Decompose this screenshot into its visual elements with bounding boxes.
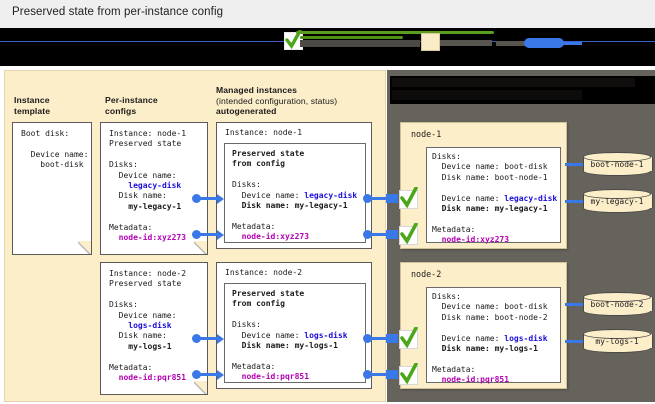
legend-cream-swatch bbox=[421, 33, 440, 51]
connector-square-managed-node-2-disk bbox=[386, 334, 398, 343]
redact-line-1 bbox=[392, 78, 635, 87]
connector-square-managed-node-1-disk bbox=[386, 194, 398, 203]
connector-arrow-config-node-2-metadata bbox=[217, 369, 224, 380]
cylinder-top bbox=[583, 329, 651, 339]
connector-dot-managed-node-2-disk bbox=[363, 334, 372, 343]
connector-line-managed-node-2-metadata bbox=[369, 373, 387, 376]
legend-redacted-bar-3 bbox=[496, 41, 528, 46]
connector-arrow-config-node-1-metadata bbox=[217, 229, 224, 240]
check-badge-node-1-disk bbox=[399, 187, 418, 209]
node-name-node-2: node-2 bbox=[411, 269, 442, 279]
disk-cylinder-my-logs-1: my-logs-1 bbox=[583, 329, 653, 353]
node-details-box-node-2: Disks: Device name: boot-disk Disk name:… bbox=[426, 287, 561, 385]
connector-square-managed-node-1-metadata bbox=[386, 230, 398, 239]
disk-label-boot-node-1: boot-node-1 bbox=[590, 159, 644, 169]
folded-corner-icon bbox=[194, 241, 208, 255]
disk-cylinder-my-legacy-1: my-legacy-1 bbox=[583, 189, 653, 213]
instance-template-text: Boot disk: Device name: boot-disk bbox=[21, 129, 89, 170]
legend-green-line-2 bbox=[300, 36, 403, 39]
node-card-node-1: node-1 Disks: Device name: boot-disk Dis… bbox=[400, 122, 567, 249]
connector-line-managed-node-1-metadata bbox=[369, 233, 387, 236]
cylinder-top bbox=[583, 189, 651, 199]
instance-template-card: Boot disk: Device name: boot-disk bbox=[12, 122, 92, 255]
folded-corner-icon bbox=[78, 241, 92, 255]
connector-line-config-node-2-metadata bbox=[198, 373, 218, 376]
disk-label-my-logs-1: my-logs-1 bbox=[595, 336, 639, 346]
connector-line-config-node-2-disk bbox=[198, 337, 218, 340]
node-card-node-2: node-2 Disks: Device name: boot-disk Dis… bbox=[400, 262, 567, 389]
connector-arrow-config-node-2-disk bbox=[217, 333, 224, 344]
legend-redacted-bar-2 bbox=[440, 40, 492, 46]
title-strip: Preserved state from per-instance config bbox=[0, 0, 655, 28]
connector-line-node-2-boot-disk bbox=[565, 303, 583, 306]
check-badge-node-1-metadata bbox=[399, 223, 418, 245]
connector-dot-managed-node-1-disk bbox=[363, 194, 372, 203]
connector-line-managed-node-1-disk bbox=[369, 197, 387, 200]
connector-dot-config-node-1-disk bbox=[192, 194, 201, 203]
connector-dot-config-node-2-metadata bbox=[192, 370, 201, 379]
connector-square-managed-node-2-metadata bbox=[386, 370, 398, 379]
connector-dot-managed-node-1-metadata bbox=[363, 230, 372, 239]
folded-corner-icon bbox=[194, 381, 208, 395]
connector-line-node-1-boot-disk bbox=[565, 163, 583, 166]
node-details-text-node-2: Disks: Device name: boot-disk Disk name:… bbox=[432, 292, 548, 385]
legend-green-line-1 bbox=[296, 31, 494, 34]
column-heading-instance-template: Instance template bbox=[14, 95, 51, 116]
disk-label-boot-node-2: boot-node-2 bbox=[590, 299, 644, 309]
legend-blue-tail bbox=[560, 42, 582, 45]
cylinder-top bbox=[583, 152, 651, 162]
disk-cylinder-boot-node-2: boot-node-2 bbox=[583, 292, 653, 316]
connector-dot-managed-node-2-metadata bbox=[363, 370, 372, 379]
legend-redacted-bar-1 bbox=[300, 40, 420, 47]
check-badge-node-2-disk bbox=[399, 327, 418, 349]
connector-dot-config-node-2-disk bbox=[192, 334, 201, 343]
connector-line-config-node-1-disk bbox=[198, 197, 218, 200]
legend-blue-swatch bbox=[524, 38, 564, 48]
column-heading-per-instance-configs: Per-instance configs bbox=[105, 95, 158, 116]
managed-instance-title-node-1: Instance: node-1 bbox=[225, 128, 303, 137]
connector-line-managed-node-2-disk bbox=[369, 337, 387, 340]
connector-dot-config-node-1-metadata bbox=[192, 230, 201, 239]
managed-instance-title-node-2: Instance: node-2 bbox=[225, 268, 303, 277]
connector-line-config-node-1-metadata bbox=[198, 233, 218, 236]
runtime-panel-redacted-heading bbox=[390, 76, 655, 104]
disk-cylinder-boot-node-1: boot-node-1 bbox=[583, 152, 653, 176]
connector-line-node-1-legacy-disk bbox=[565, 200, 583, 203]
connector-line-node-2-logs-disk bbox=[565, 340, 583, 343]
node-name-node-1: node-1 bbox=[411, 129, 442, 139]
disk-label-my-legacy-1: my-legacy-1 bbox=[590, 196, 644, 206]
check-badge-node-2-metadata bbox=[399, 363, 418, 385]
cylinder-top bbox=[583, 292, 651, 302]
connector-arrow-config-node-1-disk bbox=[217, 193, 224, 204]
page-title: Preserved state from per-instance config bbox=[12, 6, 224, 18]
column-heading-managed-instances: Managed instances (intended configuratio… bbox=[216, 85, 338, 116]
redact-line-2 bbox=[392, 90, 582, 100]
node-details-text-node-1: Disks: Device name: boot-disk Disk name:… bbox=[432, 152, 558, 245]
node-details-box-node-1: Disks: Device name: boot-disk Disk name:… bbox=[426, 147, 561, 245]
